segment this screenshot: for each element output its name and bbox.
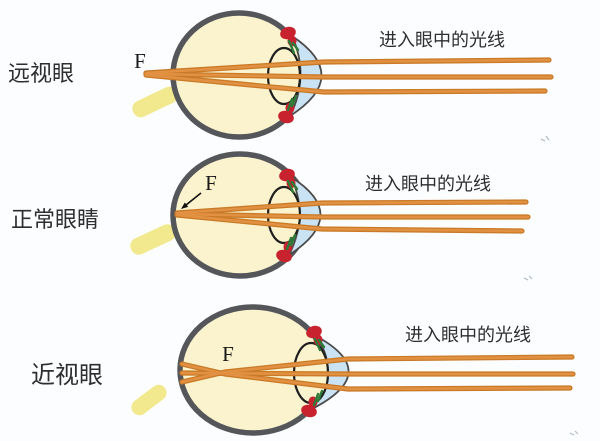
diagram-myopia: F 进入眼中的光线 近视眼 xyxy=(31,304,576,436)
optic-nerve-beam xyxy=(131,384,167,416)
focal-point-label: F xyxy=(205,171,217,195)
rays-caption: 进入眼中的光线 xyxy=(405,325,531,345)
suspensory-ligaments xyxy=(285,179,299,251)
suspensory-ligaments xyxy=(312,337,326,407)
optic-nerve-beam xyxy=(132,86,178,118)
light-rays xyxy=(179,354,576,392)
light-rays xyxy=(174,199,531,234)
focal-point-label: F xyxy=(134,49,146,73)
optic-nerve-beam xyxy=(130,224,176,255)
suspensory-ligaments xyxy=(286,39,300,112)
rays-caption: 进入眼中的光线 xyxy=(379,30,505,50)
diagram-label-myopia: 近视眼 xyxy=(31,362,103,389)
artifact-marks xyxy=(523,135,579,436)
focal-point-label: F xyxy=(222,342,234,366)
light-rays xyxy=(143,57,554,95)
diagram-label-normal: 正常眼睛 xyxy=(11,207,99,232)
focus-arrow xyxy=(181,192,202,209)
diagram-hyperopia: F 进入眼中的光线 远视眼 xyxy=(8,10,554,140)
diagram-label-hyperopia: 远视眼 xyxy=(8,61,74,86)
rays-caption: 进入眼中的光线 xyxy=(365,174,491,194)
diagram-normal: F 进入眼中的光线 正常眼睛 xyxy=(11,151,531,279)
